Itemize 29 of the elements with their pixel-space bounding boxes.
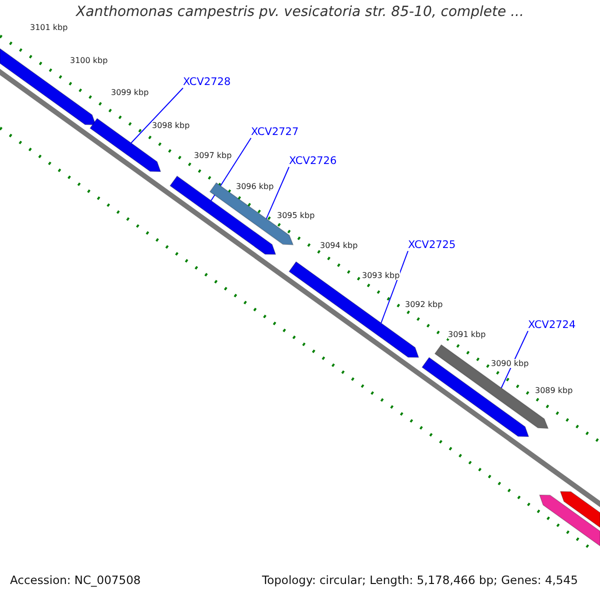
- gene-label: XCV2725: [408, 239, 456, 252]
- gene-feature: [422, 356, 530, 438]
- tick-label: 3090 kbp: [491, 359, 529, 368]
- tick-label: 3100 kbp: [70, 56, 108, 66]
- tick-label: 3101 kbp: [30, 23, 68, 32]
- tick-label: 3093 kbp: [362, 271, 400, 280]
- gene-feature: [560, 491, 600, 528]
- tick-label: 3094 kbp: [320, 241, 358, 250]
- tick-label: 3091 kbp: [448, 330, 486, 340]
- gene-label: XCV2726: [289, 155, 337, 168]
- tick-label: 3092 kbp: [405, 300, 443, 310]
- title: Xanthomonas campestris pv. vesicatoria str. 85-10, complete ...: [76, 4, 524, 20]
- tick-label: 3099 kbp: [111, 88, 149, 98]
- tick-label: 3098 kbp: [152, 121, 190, 130]
- gene-label: XCV2724: [528, 319, 576, 332]
- tick-label: 3095 kbp: [277, 211, 315, 220]
- gene-feature: [539, 494, 600, 547]
- genome-summary-text: Topology: circular; Length: 5,178,466 bp; Genes: 4,545: [262, 574, 578, 588]
- tick-label: 3089 kbp: [535, 386, 573, 396]
- leader-line: [130, 88, 184, 144]
- accession-text: Accession: NC_007508: [10, 574, 141, 588]
- tick-label: 3097 kbp: [194, 151, 232, 160]
- gene-feature: [170, 176, 276, 255]
- tick-label: 3096 kbp: [236, 182, 274, 192]
- gene-label: XCV2728: [183, 76, 231, 88]
- leader-line: [210, 138, 252, 202]
- gene-label: XCV2727: [251, 126, 299, 138]
- leader-line: [380, 250, 408, 324]
- leader-line: [266, 166, 290, 220]
